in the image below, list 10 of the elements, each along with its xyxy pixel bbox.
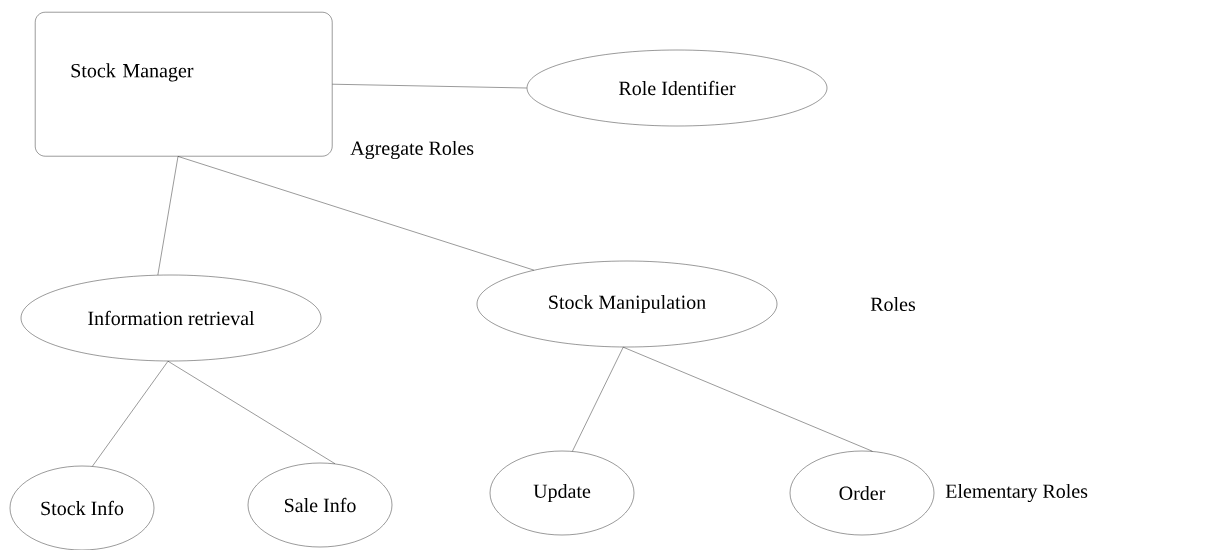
connector-line bbox=[157, 156, 179, 276]
connector-line bbox=[332, 84, 527, 89]
level-label: Roles bbox=[870, 296, 916, 312]
connector-line bbox=[572, 347, 624, 452]
role-box: Stock Manager bbox=[35, 12, 333, 157]
connector-line bbox=[623, 347, 873, 452]
connector-line bbox=[177, 156, 535, 271]
connector-line bbox=[92, 361, 169, 467]
connector-line bbox=[167, 361, 336, 464]
level-label: Agregate Roles bbox=[350, 140, 474, 160]
